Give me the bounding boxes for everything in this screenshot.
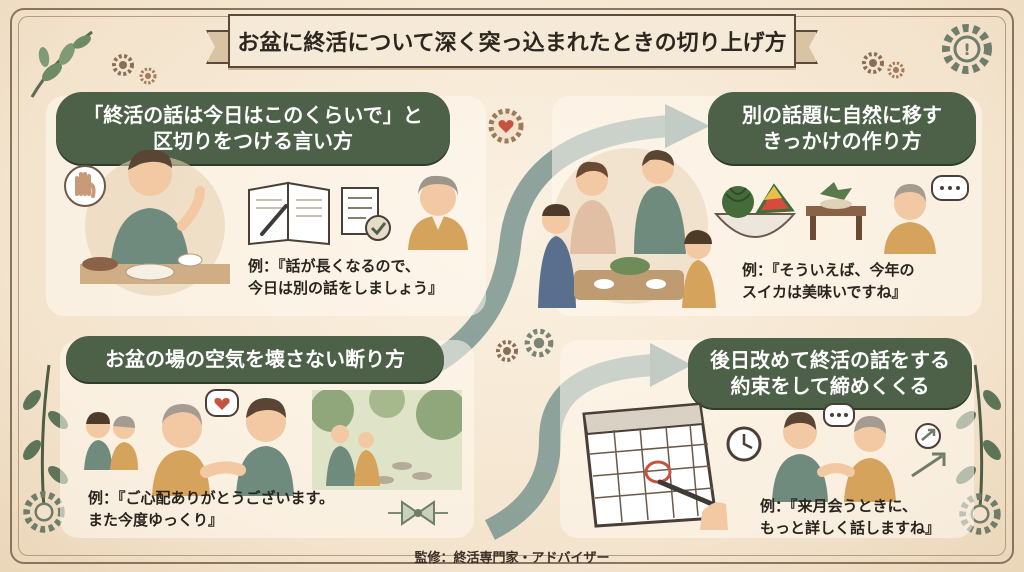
leaf-branch-icon bbox=[30, 30, 93, 98]
section-1-heading-line-2: 区切りをつける言い方 bbox=[153, 129, 353, 153]
section-2-heading-line-1: 別の話題に自然に移す bbox=[742, 103, 942, 127]
section-4-example-line-2: もっと詳しく話しますね』 bbox=[760, 518, 941, 537]
section-3-example-line-2: また今度ゆっくり』 bbox=[88, 510, 224, 529]
watermelon-icon bbox=[713, 183, 797, 238]
clock-icon bbox=[726, 426, 762, 462]
gear-icon bbox=[887, 61, 905, 79]
section-2-example: 例：『そういえば、今年の スイカは美味いですね』 bbox=[742, 260, 915, 304]
ribbon-bow-icon bbox=[388, 500, 448, 526]
section-1-example-line-1: 例：『話が長くなるので、 bbox=[248, 257, 420, 275]
section-4-heading-line-1: 後日改めて終活の話をする bbox=[710, 348, 950, 372]
offering-table-icon bbox=[806, 182, 866, 240]
family-table-illustration bbox=[538, 148, 716, 308]
section-4-heading-line-2: 約束をして締めくくる bbox=[730, 374, 930, 398]
section-4-heading: 後日改めて終活の話をする 約束をして締めくくる bbox=[688, 338, 972, 408]
outer-frame bbox=[10, 8, 1014, 564]
section-2-example-line-2: スイカは美味いですね』 bbox=[742, 282, 907, 301]
checklist-icon bbox=[341, 187, 391, 241]
gear-icon bbox=[112, 54, 134, 76]
man-eating-illustration bbox=[64, 149, 230, 296]
section-3-heading-line-1: お盆の場の空気を壊さない断り方 bbox=[105, 347, 405, 371]
garden-scene-illustration bbox=[312, 390, 462, 490]
section-3-example-line-1: 例：『ご心配ありがとうございます。 bbox=[88, 489, 335, 507]
notebook-icon bbox=[248, 181, 330, 246]
section-1-example: 例：『話が長くなるので、 今日は別の話をしましょう』 bbox=[248, 256, 443, 300]
gear-icon bbox=[862, 52, 884, 74]
couple-comforting-illustration bbox=[84, 389, 294, 496]
page-title: お盆に終活について深く突っ込まれたときの切り上げ方 bbox=[228, 14, 796, 68]
grandmother-thinking-illustration bbox=[884, 175, 969, 254]
section-2-heading: 別の話題に自然に移す きっかけの作り方 bbox=[708, 92, 976, 164]
gear-icon bbox=[524, 328, 554, 358]
calendar-icon bbox=[582, 402, 728, 530]
section-1-example-line-2: 今日は別の話をしましょう』 bbox=[248, 278, 444, 297]
section-2-heading-line-2: きっかけの作り方 bbox=[762, 129, 922, 153]
supervisor-credit: 監修：終活専門家・アドバイザー bbox=[414, 551, 610, 566]
section-4-example: 例：『来月会うときに、 もっと詳しく話しますね』 bbox=[760, 496, 940, 540]
svg-text:!: ! bbox=[963, 40, 970, 59]
section-3-heading: お盆の場の空気を壊さない断り方 bbox=[66, 336, 444, 382]
growth-arrow-icon bbox=[911, 423, 946, 478]
section-3-example: 例：『ご心配ありがとうございます。 また今度ゆっくり』 bbox=[88, 488, 334, 532]
gear-icon bbox=[496, 340, 518, 362]
gear-icon bbox=[139, 67, 157, 85]
section-1-heading: 「終活の話は今日はこのくらいで」と 区切りをつける言い方 bbox=[56, 92, 450, 164]
heart-gear-icon bbox=[488, 108, 524, 144]
grandmother-illustration bbox=[408, 175, 468, 250]
section-1-heading-line-1: 「終活の話は今日はこのくらいで」と bbox=[83, 103, 423, 127]
gear-icon: ! bbox=[942, 24, 992, 74]
section-4-example-line-1: 例：『来月会うときに、 bbox=[760, 497, 918, 515]
people-agreeing-illustration bbox=[772, 403, 896, 502]
section-2-example-line-1: 例：『そういえば、今年の bbox=[742, 261, 915, 279]
